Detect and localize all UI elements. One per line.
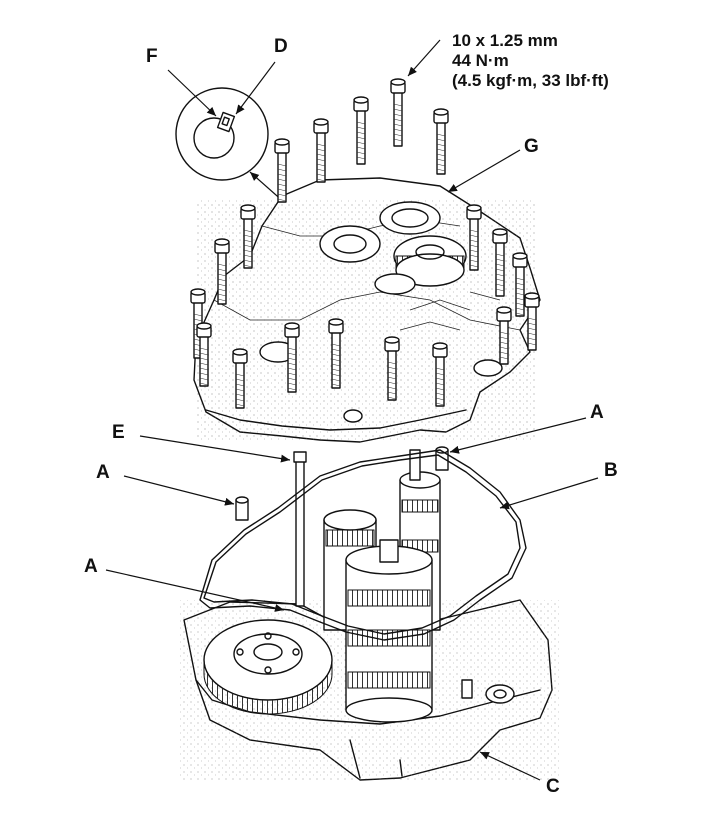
leader-g bbox=[447, 149, 521, 193]
bolt bbox=[232, 348, 248, 409]
bolt bbox=[512, 252, 528, 317]
leader-a-lower bbox=[105, 569, 285, 612]
bolt bbox=[284, 322, 300, 393]
bolt bbox=[433, 108, 449, 175]
gear-shaft-assembly bbox=[293, 449, 441, 723]
bolt bbox=[240, 204, 256, 269]
bolt bbox=[353, 96, 369, 165]
dowel-pin-upper-right bbox=[435, 446, 449, 471]
housing-bolts bbox=[190, 78, 540, 409]
bolt bbox=[196, 322, 212, 387]
leader-e bbox=[139, 435, 291, 463]
gasket-sealant-bead bbox=[199, 449, 527, 641]
bolt bbox=[390, 78, 406, 147]
callout-c: C bbox=[546, 776, 560, 797]
bolt bbox=[492, 228, 508, 297]
callout-d: D bbox=[274, 36, 288, 57]
callout-e: E bbox=[112, 422, 125, 443]
leader-c bbox=[479, 751, 541, 781]
callout-b: B bbox=[604, 460, 618, 481]
callout-g: G bbox=[524, 136, 539, 157]
bolt bbox=[328, 318, 344, 389]
bolt bbox=[466, 204, 482, 271]
bolt bbox=[496, 306, 512, 365]
detail-magnifier bbox=[175, 87, 269, 181]
bolt bbox=[313, 118, 329, 183]
dowel-pin-left bbox=[235, 496, 249, 521]
leader-torque bbox=[407, 39, 441, 77]
bolt bbox=[524, 292, 540, 351]
leader-a-left bbox=[123, 475, 235, 506]
torque-imperial: (4.5 kgf·m, 33 lbf·ft) bbox=[452, 71, 609, 90]
torque-size: 10 x 1.25 mm bbox=[452, 31, 558, 50]
callout-f: F bbox=[146, 46, 158, 67]
leader-a-right bbox=[449, 417, 587, 454]
leader-f bbox=[167, 69, 217, 117]
upper-transmission-housing bbox=[193, 177, 541, 443]
callout-a-left: A bbox=[96, 462, 110, 483]
bolt bbox=[432, 342, 448, 407]
bolt bbox=[214, 238, 230, 305]
callout-a-lower: A bbox=[84, 556, 98, 577]
bolt bbox=[384, 336, 400, 401]
bolt bbox=[274, 138, 290, 203]
callout-a-right: A bbox=[590, 402, 604, 423]
torque-nm: 44 N·m bbox=[452, 51, 509, 70]
leader-b bbox=[499, 477, 599, 510]
leader-d bbox=[235, 61, 276, 115]
